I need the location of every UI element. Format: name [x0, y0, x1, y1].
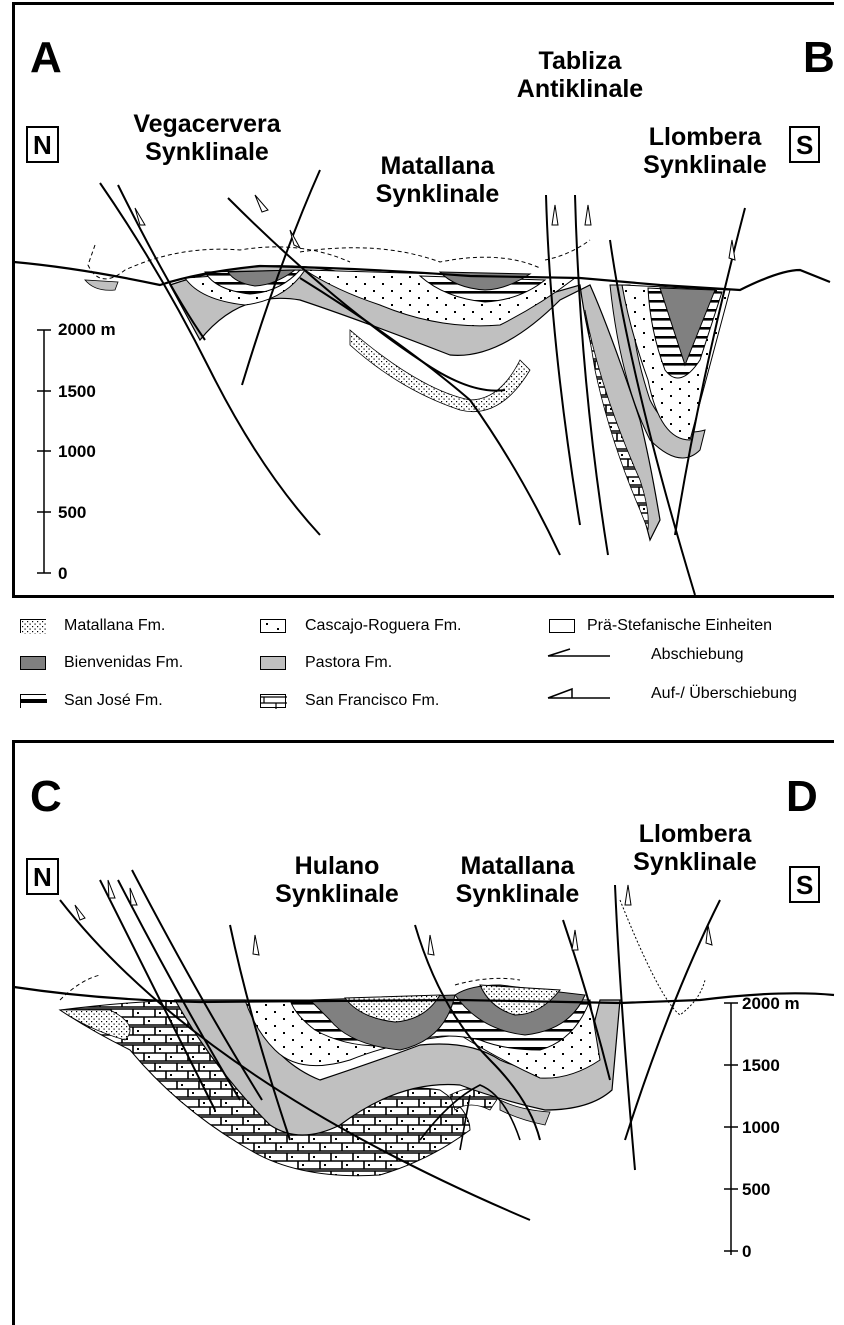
scale-tick-label: 2000 m — [58, 320, 116, 339]
pastora-swatch — [260, 656, 286, 670]
legend-label: Abschiebung — [651, 646, 744, 663]
scale-tick-label: 2000 m — [742, 994, 800, 1013]
scale-tick-label: 1000 — [58, 442, 96, 461]
matallana-fine-patch — [58, 1009, 131, 1041]
legend-label: Pastora Fm. — [305, 654, 393, 671]
scale-tick-label: 0 — [58, 564, 68, 583]
fault-arrow-icon — [427, 934, 435, 956]
north-direction-box: N — [26, 126, 59, 163]
eroded-horizon-dashed — [87, 244, 351, 280]
section-corner-label: C — [30, 772, 62, 821]
fault-line — [227, 197, 506, 392]
fault-line — [624, 899, 721, 1141]
thrust-fault-symbol-icon — [547, 687, 610, 699]
fault-arrow-icon — [74, 904, 86, 921]
fault-line — [609, 239, 696, 596]
scale-tick-label: 500 — [742, 1180, 771, 1199]
fault-line — [241, 169, 321, 386]
scale-bar-bottom — [724, 1002, 738, 1255]
section-corner-label: B — [803, 33, 835, 82]
fault-line — [99, 182, 321, 536]
eroded-horizon-dashed — [59, 974, 521, 1001]
small-gray-patch — [84, 279, 119, 291]
fault-line — [545, 194, 581, 526]
pre-stefan-swatch — [549, 619, 575, 633]
topography-line-bottom — [13, 985, 835, 1005]
fault-line — [414, 924, 541, 1141]
fault-arrow-icon — [107, 879, 116, 899]
fault-line — [131, 869, 263, 1101]
san-francisco-layer — [349, 329, 531, 412]
legend-label: Cascajo-Roguera Fm. — [305, 617, 462, 634]
scale-tick-label: 1500 — [58, 382, 96, 401]
pastora-layer-bottom — [173, 999, 621, 1136]
fault-line — [614, 884, 636, 1171]
scale-tick-label: 500 — [58, 503, 87, 522]
eroded-horizon-dashed-2 — [299, 239, 591, 269]
legend-label: Bienvenidas Fm. — [64, 654, 184, 671]
san-francisco-swatch — [260, 694, 287, 709]
south-direction-box: S — [789, 866, 821, 903]
fault-line — [229, 924, 291, 1141]
fault-arrow-icon — [705, 924, 713, 946]
topography-line-top — [13, 260, 831, 292]
scale-bar-top — [37, 329, 51, 574]
legend-label: San José Fm. — [64, 692, 163, 709]
scale-tick-label: 1000 — [742, 1118, 780, 1137]
normal-fault-symbol-icon — [547, 648, 610, 657]
san-jose-swatch — [20, 694, 47, 709]
section-corner-label: A — [30, 33, 62, 82]
south-direction-box: S — [789, 126, 821, 163]
scale-tick-label: 1500 — [742, 1056, 780, 1075]
fault-line — [574, 194, 609, 556]
fault-arrow-icon — [728, 239, 736, 261]
fault-arrow-icon — [134, 207, 146, 226]
cascajo-swatch — [260, 619, 286, 633]
fault-line — [562, 919, 611, 1081]
fault-line — [419, 1084, 521, 1151]
eroded-horizon-dotted — [619, 899, 706, 1016]
fault-arrow-icon — [584, 204, 592, 226]
legend-label: Prä-Stefanische Einheiten — [587, 617, 772, 634]
fault-arrow-icon — [252, 934, 260, 956]
matallana-core-east — [479, 984, 561, 1016]
north-direction-box: N — [26, 858, 59, 895]
fault-arrow-icon — [571, 929, 579, 951]
fault-arrow-icon — [289, 229, 302, 250]
fault-line — [299, 277, 561, 556]
fault-line — [117, 879, 241, 1101]
fault-line — [59, 899, 531, 1221]
bienvenidas-layer-llombera — [659, 287, 716, 367]
legend: Matallana Fm. Bienvenidas Fm. San José F… — [0, 610, 844, 735]
matallana-swatch — [20, 619, 47, 634]
bienvenidas-swatch — [20, 656, 46, 670]
fault-line — [117, 184, 206, 341]
fault-arrow-icon — [624, 884, 632, 906]
fault-arrow-icon — [254, 194, 269, 213]
fault-line — [99, 879, 216, 1111]
fault-arrow-icon — [129, 887, 138, 906]
san-francisco-layer-east — [584, 309, 649, 531]
fault-arrow-icon — [551, 204, 559, 226]
legend-label: San Francisco Fm. — [305, 692, 440, 709]
legend-label: Matallana Fm. — [64, 617, 166, 634]
legend-label: Auf-/ Überschiebung — [651, 685, 797, 702]
scale-tick-label: 0 — [742, 1242, 752, 1261]
section-corner-label: D — [786, 772, 818, 821]
